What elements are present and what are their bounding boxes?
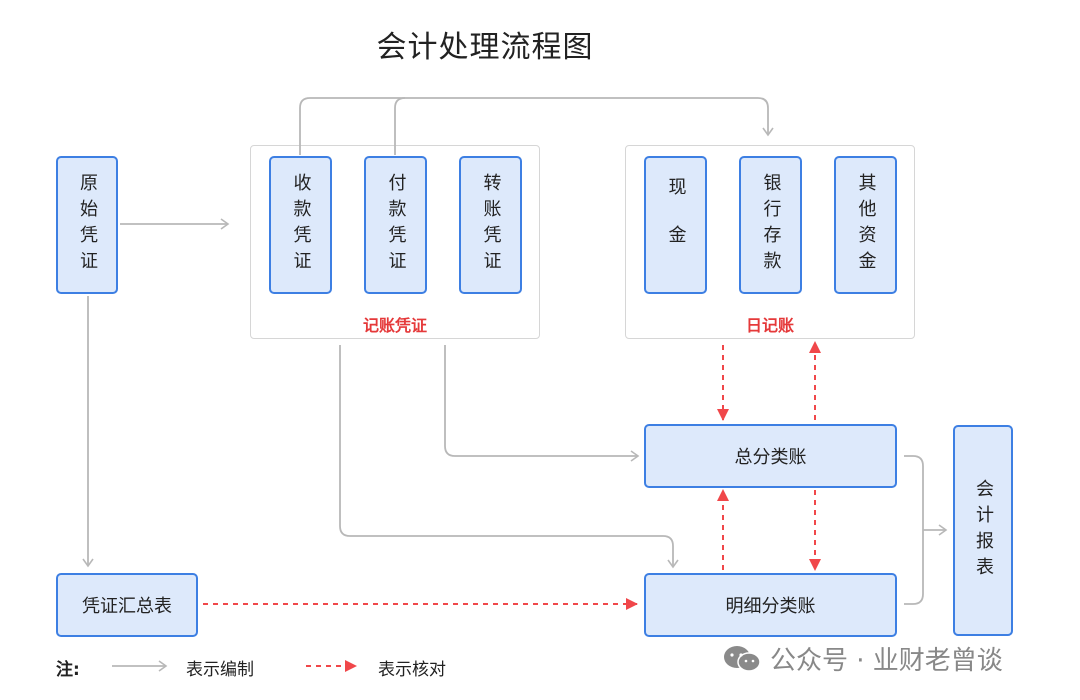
watermark: 公众号 · 业财老曾谈 [722,640,1003,677]
original-voucher-box: 原始凭证 [56,156,118,294]
detail-ledger-box: 明细分类账 [644,573,897,637]
voucher-to-detail-ledger-arrow [339,345,679,569]
other-funds-box: 其他资金 [834,156,897,294]
financial-report-box: 会计报表 [953,425,1013,636]
voucher-to-journal-arrow [299,97,774,155]
general-ledger-to-report-line [904,455,924,605]
watermark-text: 公众号 · 业财老曾谈 [770,646,1003,676]
voucher-summary-box: 凭证汇总表 [56,573,198,637]
wechat-icon [724,645,761,672]
cash-box: 现金 [644,156,707,294]
bank-deposit-box: 银行存款 [739,156,802,294]
receipt-voucher-box: 收款凭证 [269,156,332,294]
bookkeeping-voucher-label: 记账凭证 [362,316,427,335]
payment-voucher-branch-line [394,97,406,155]
diagram-title: 会计处理流程图 [376,30,594,65]
legend-compile-label: 表示编制 [186,660,254,680]
voucher-to-general-ledger-arrow [444,345,640,462]
legend-check-label: 表示核对 [378,660,446,680]
legend-note-label: 注: [56,660,80,680]
journal-label: 日记账 [745,316,794,335]
payment-voucher-box: 付款凭证 [364,156,427,294]
general-ledger-box: 总分类账 [644,424,897,488]
transfer-voucher-box: 转账凭证 [459,156,522,294]
